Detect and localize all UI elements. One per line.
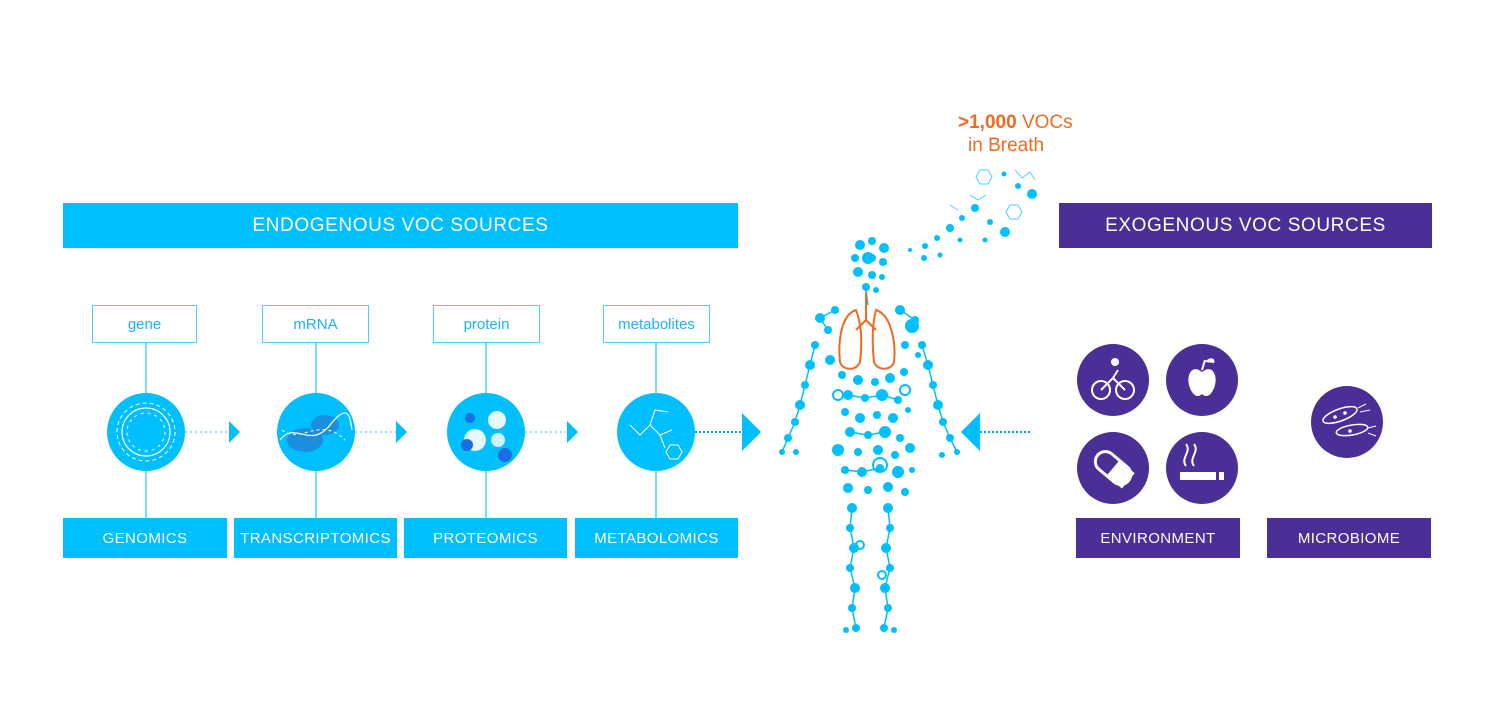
pill-icon bbox=[1077, 432, 1149, 504]
dna-ring-icon bbox=[107, 393, 185, 471]
environment-icons bbox=[1077, 344, 1238, 504]
transcriptomics-bar: TRANSCRIPTOMICS bbox=[234, 518, 397, 558]
apple-icon bbox=[1166, 344, 1238, 416]
voc-unit: VOCs bbox=[1021, 112, 1073, 133]
arrow-icon bbox=[396, 421, 407, 443]
arrow-icon bbox=[229, 421, 240, 443]
mrna-strand-icon bbox=[277, 393, 355, 471]
genomics-bar: GENOMICS bbox=[63, 518, 227, 558]
human-figure bbox=[779, 237, 960, 633]
arrow-icon bbox=[567, 421, 578, 443]
protein-label: protein bbox=[433, 305, 540, 343]
molecule-icon bbox=[617, 393, 695, 471]
microbiome-bar: MICROBIOME bbox=[1267, 518, 1431, 558]
exogenous-header: EXOGENOUS VOC SOURCES bbox=[1059, 203, 1432, 248]
metabolites-label: metabolites bbox=[603, 305, 710, 343]
mrna-label: mRNA bbox=[262, 305, 369, 343]
exogenous-header-text: EXOGENOUS VOC SOURCES bbox=[1105, 214, 1386, 236]
endogenous-header-text: ENDOGENOUS VOC SOURCES bbox=[252, 214, 549, 236]
cigarette-icon bbox=[1166, 432, 1238, 504]
voc-count-line: >1,000 VOCs bbox=[958, 112, 1073, 134]
voc-count: >1,000 bbox=[958, 112, 1017, 133]
proteomics-bar: PROTEOMICS bbox=[404, 518, 567, 558]
metabolomics-bar: METABOLOMICS bbox=[575, 518, 738, 558]
breath-molecule-structures bbox=[949, 169, 1036, 220]
flow-arrows bbox=[229, 413, 980, 451]
protein-icon bbox=[447, 393, 525, 471]
endogenous-header: ENDOGENOUS VOC SOURCES bbox=[63, 203, 738, 248]
arrow-icon bbox=[742, 413, 761, 451]
gene-label: gene bbox=[92, 305, 197, 343]
lungs-icon bbox=[838, 292, 896, 370]
breath-voc-particles bbox=[908, 171, 1037, 261]
bacteria-icon bbox=[1311, 386, 1383, 458]
voc-breath-line: in Breath bbox=[968, 135, 1045, 156]
environment-bar: ENVIRONMENT bbox=[1076, 518, 1240, 558]
cyclist-icon bbox=[1077, 344, 1149, 416]
arrow-icon bbox=[961, 413, 980, 451]
